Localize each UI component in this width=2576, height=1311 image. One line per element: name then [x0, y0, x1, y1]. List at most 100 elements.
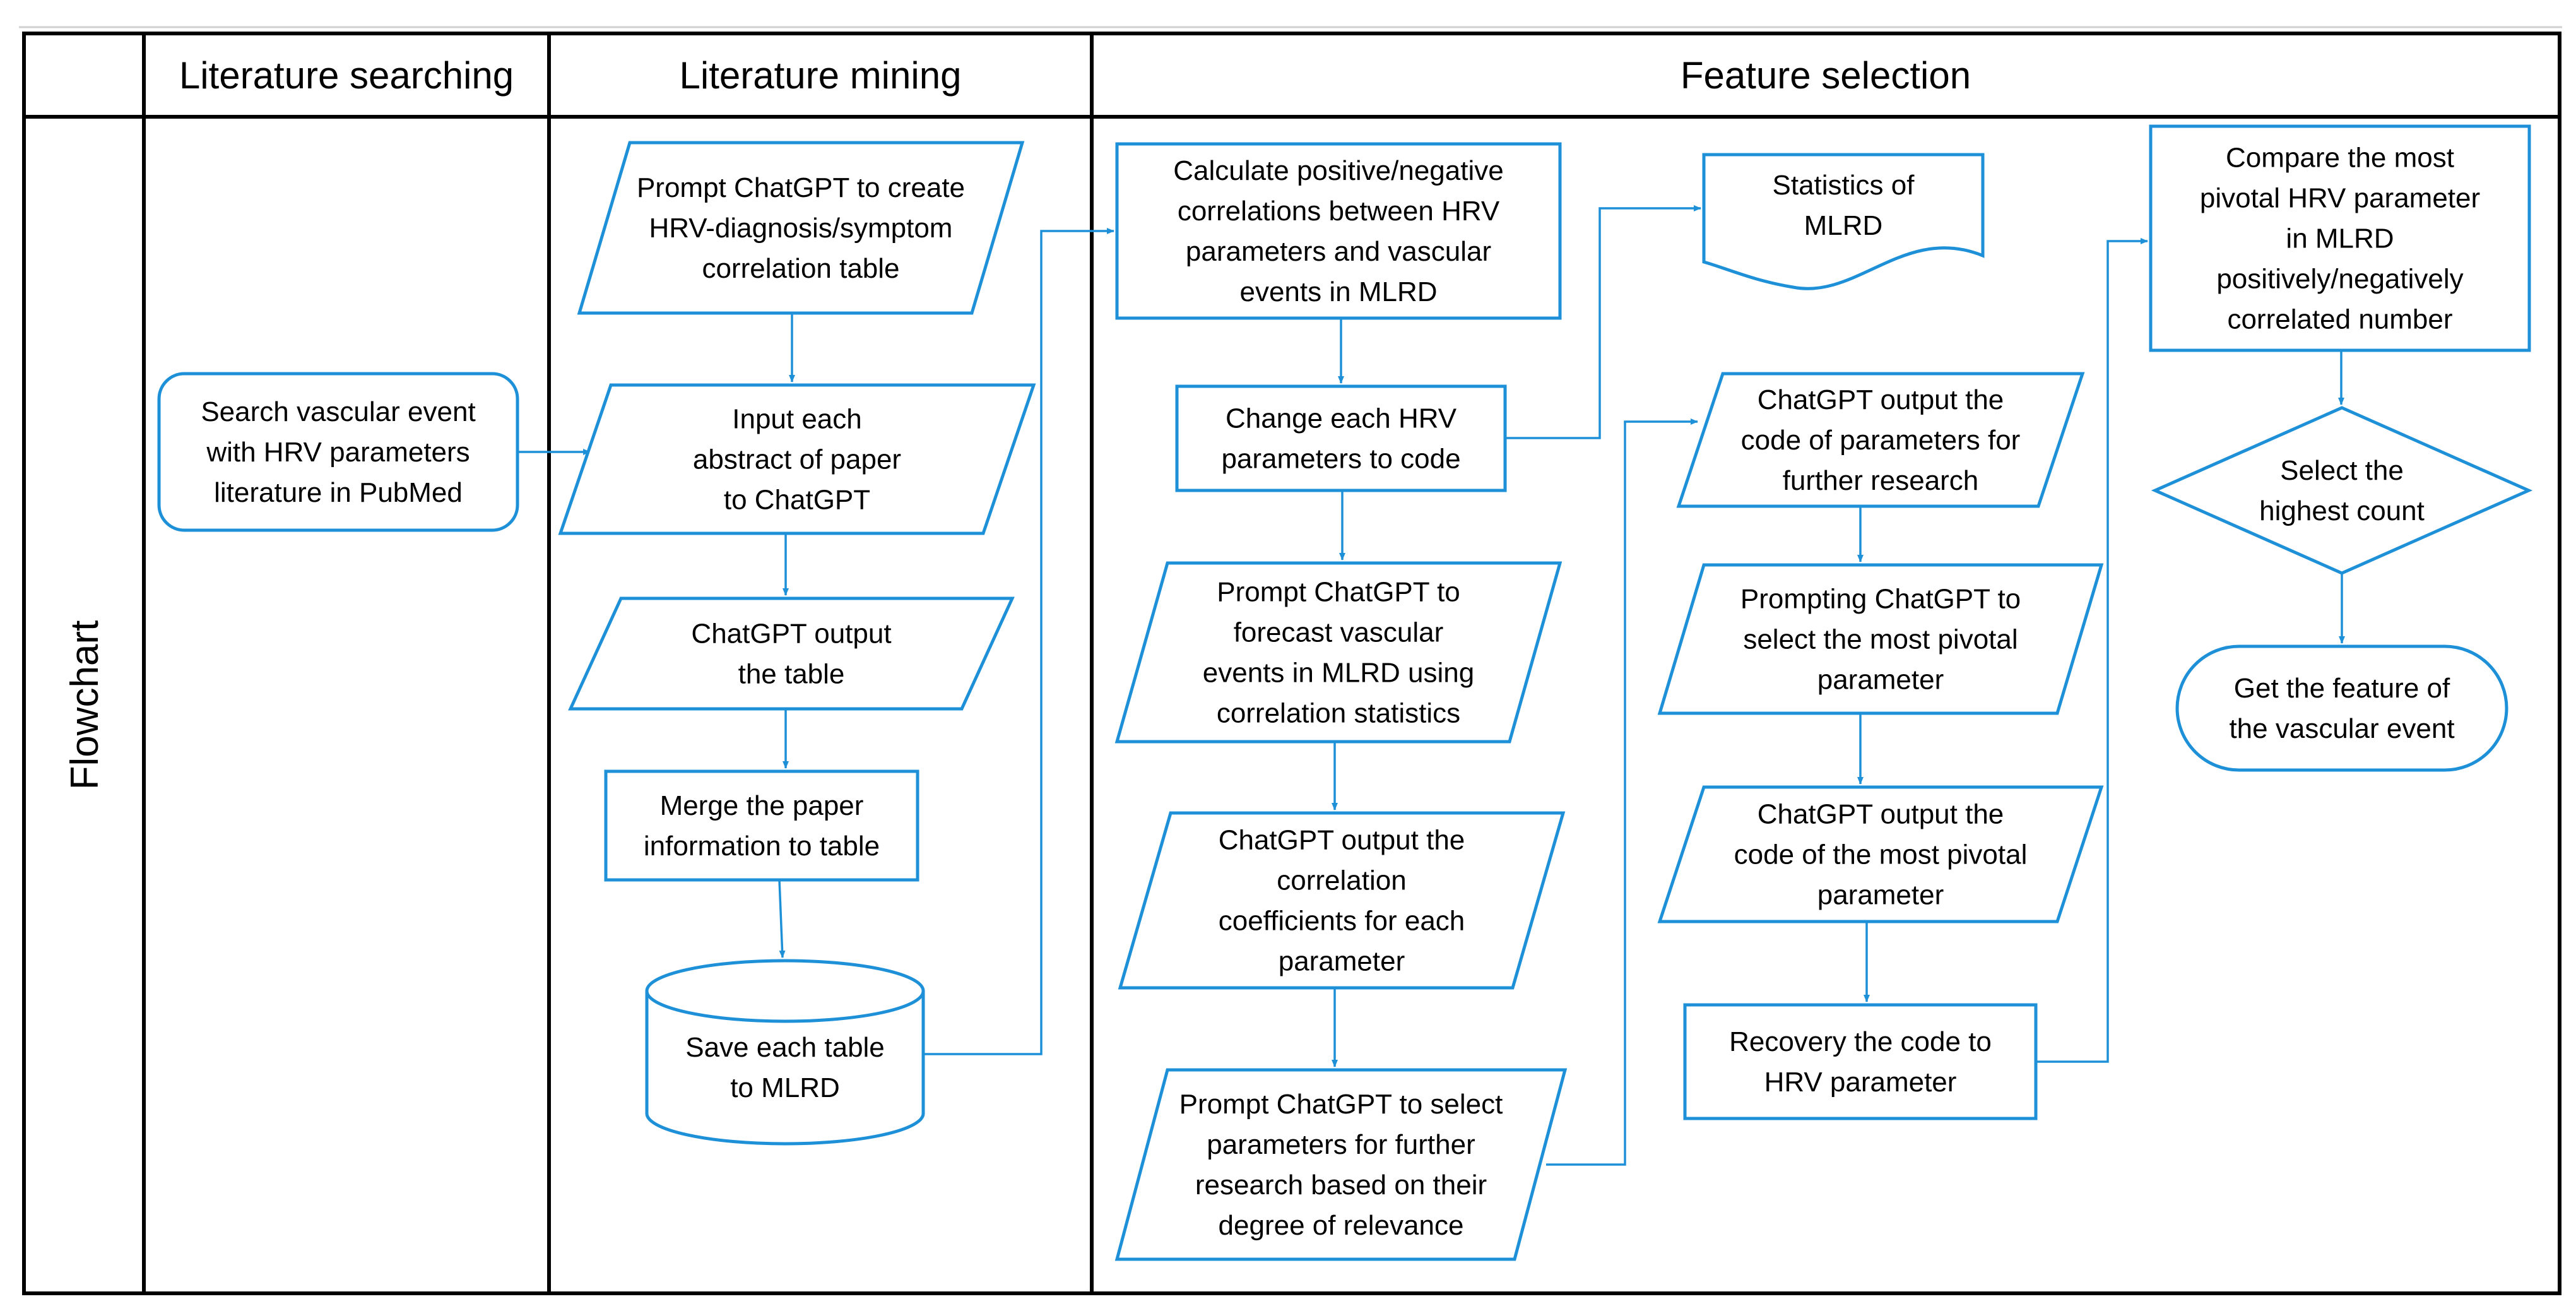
parallelogram-shape — [568, 596, 1015, 711]
parallelogram-shape — [1676, 372, 2085, 508]
rectangle-shape — [1683, 1003, 2038, 1120]
node-output-coeff: ChatGPT output the correlation coefficient… — [1118, 811, 1566, 990]
node-label-line: HRV-diagnosis/symptom — [649, 213, 953, 244]
node-label-line: events in MLRD — [1239, 276, 1437, 307]
node-label-line: Prompt ChatGPT to create — [637, 172, 965, 203]
node-label-line: pivotal HRV parameter — [2200, 183, 2480, 214]
node-label-line: parameter — [1817, 880, 1944, 911]
node-label-line: Recovery the code to — [1729, 1026, 1992, 1057]
node-label-line: Get the feature of — [2234, 673, 2450, 704]
node-label-line: MLRD — [1804, 210, 1883, 241]
node-label-line: further research — [1783, 465, 1979, 496]
parallelogram-shape — [1657, 563, 2104, 715]
node-label-line: Compare the most — [2226, 143, 2454, 174]
node-label-line: forecast vascular — [1234, 617, 1444, 648]
connectors — [517, 205, 2345, 1166]
node-label: Input each abstract of paper to ChatGPT — [693, 404, 901, 516]
node-recovery: Recovery the code to HRV parameter — [1683, 1003, 2038, 1120]
node-label-line: correlated number — [2227, 304, 2452, 335]
node-label-line: with HRV parameters — [206, 437, 470, 468]
diamond-shape — [2151, 406, 2533, 575]
rectangle-shape — [1115, 142, 1562, 320]
node-label-line: Prompting ChatGPT to — [1740, 584, 2021, 615]
connector-recovery-to-compare — [2036, 238, 2148, 1063]
connector-save-mlrd-to-calc-corr — [923, 228, 1114, 1055]
node-label-line: Save each table — [685, 1032, 885, 1063]
parallelogram-shape — [1118, 811, 1566, 990]
node-label-line: Merge the paper — [660, 790, 864, 821]
node-label: Prompting ChatGPT to select the most pivo… — [1740, 584, 2021, 696]
node-label-line: to ChatGPT — [724, 485, 870, 516]
node-compare: Compare the most pivotal HRV parameter in … — [2149, 124, 2531, 352]
node-label-line: literature in PubMed — [214, 477, 463, 508]
node-label-line: coefficients for each — [1219, 906, 1465, 937]
node-label-line: degree of relevance — [1219, 1210, 1464, 1241]
parallelogram-shape — [558, 383, 1036, 535]
swimlane-grid — [19, 26, 2562, 1295]
node-label-line: parameter — [1279, 946, 1405, 977]
node-get-feature: Get the feature of the vascular event — [2175, 644, 2508, 772]
node-label-line: ChatGPT output — [691, 619, 891, 650]
column-header-literature-mining: Literature mining — [680, 54, 962, 97]
node-label-line: correlation statistics — [1217, 698, 1460, 729]
grid-frame — [22, 32, 2561, 1295]
connector-prompt-select-to-output-code-params — [1546, 418, 1698, 1166]
node-label-line: abstract of paper — [693, 444, 901, 475]
node-label-line: select the most pivotal — [1743, 624, 2018, 655]
node-label-line: positively/negatively — [2216, 264, 2463, 295]
node-label-line: HRV parameter — [1764, 1067, 1957, 1098]
node-label-line: Calculate positive/negative — [1173, 155, 1503, 186]
node-label-line: ChatGPT output the — [1219, 825, 1465, 856]
rectangle-shape — [2149, 124, 2531, 352]
rounded-rectangle-shape — [157, 372, 519, 532]
node-label-line: Statistics of — [1773, 170, 1915, 201]
node-label-line: Input each — [732, 404, 862, 435]
parallelogram-shape — [577, 141, 1025, 315]
row-label-flowchart: Flowchart — [63, 620, 107, 790]
node-label-line: in MLRD — [2286, 223, 2394, 254]
document-shape — [1702, 153, 1985, 290]
node-label-line: parameters and vascular — [1186, 236, 1491, 267]
cylinder-shape — [645, 959, 925, 1023]
column-header-literature-searching: Literature searching — [179, 54, 514, 97]
node-label: Get the feature of the vascular event — [2229, 673, 2454, 744]
node-label: Compare the most pivotal HRV parameter in … — [2200, 143, 2480, 335]
rectangle-shape — [1175, 384, 1507, 492]
node-label-line: parameters to code — [1221, 444, 1460, 475]
connector-merge-info-to-save-mlrd — [778, 879, 786, 958]
node-input-abstract: Input each abstract of paper to ChatGPT — [558, 383, 1036, 535]
node-label-line: code of the most pivotal — [1734, 839, 2028, 870]
node-label-line: the vascular event — [2229, 713, 2454, 744]
node-label: Recovery the code to HRV parameter — [1729, 1026, 1992, 1098]
node-label-line: Prompt ChatGPT to — [1217, 577, 1460, 608]
rectangle-shape — [604, 769, 919, 882]
node-label-line: correlation — [1277, 865, 1406, 896]
node-stats-mlrd: Statistics of MLRD — [1702, 153, 1985, 290]
node-label-line: parameters for further — [1207, 1129, 1475, 1160]
node-label-line: highest count — [2259, 495, 2425, 526]
terminator-shape — [2175, 644, 2508, 772]
node-label-line: ChatGPT output the — [1758, 384, 2004, 415]
node-prompt-pivotal: Prompting ChatGPT to select the most pivo… — [1657, 563, 2104, 715]
